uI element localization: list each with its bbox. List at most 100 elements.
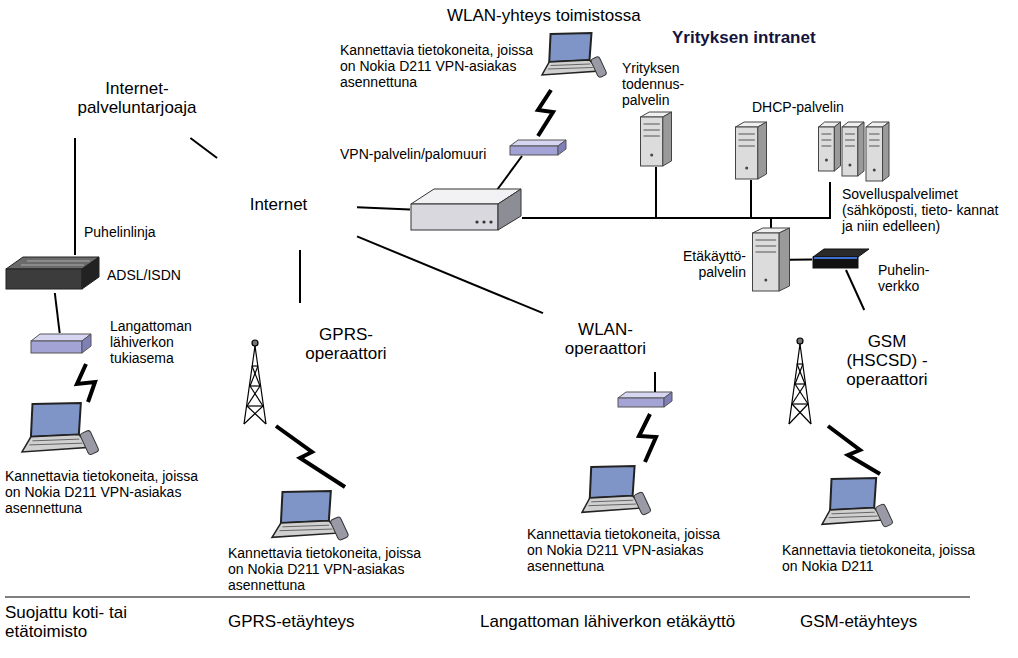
network-cloud: Internet- palveluntarjoaja bbox=[55, 58, 219, 138]
word: tietokoneita, bbox=[418, 42, 494, 58]
tower-brace bbox=[795, 383, 805, 384]
lightning-bolt bbox=[538, 90, 553, 136]
word: operaattori bbox=[305, 344, 386, 363]
word: Kannettavia bbox=[340, 42, 414, 58]
device-label: Etäkäyttö- palvelin bbox=[670, 248, 746, 280]
cloud-lobe bbox=[264, 211, 325, 247]
drive-slot bbox=[822, 146, 832, 147]
laptop-screen bbox=[590, 466, 635, 498]
ap-side bbox=[558, 140, 566, 155]
power-led bbox=[848, 164, 851, 167]
word: (sähköposti, bbox=[842, 202, 917, 218]
word: tietokoneita, bbox=[605, 526, 681, 542]
power-led bbox=[825, 159, 828, 162]
device-label: DHCP-palvelin bbox=[752, 99, 867, 115]
word: tai bbox=[109, 603, 127, 622]
word: palvelin bbox=[622, 92, 669, 108]
device-label: Kannettavia tietokoneita, joissa on Noki… bbox=[228, 545, 424, 593]
section-caption: GPRS-etäyhteys bbox=[228, 612, 355, 631]
nokia-d211-card bbox=[80, 430, 100, 456]
device-front bbox=[411, 204, 498, 230]
section-rule bbox=[5, 597, 970, 598]
cloud-highlight bbox=[238, 183, 320, 216]
label-holder: GSM-etäyhteys bbox=[800, 612, 917, 631]
keyboard-row bbox=[829, 516, 878, 518]
note-label: Puhelinlinja bbox=[84, 224, 156, 240]
power-led bbox=[745, 167, 748, 170]
word: on bbox=[340, 58, 356, 74]
tower-antenna bbox=[252, 340, 258, 346]
device-icon bbox=[752, 228, 790, 292]
laptop-screen bbox=[31, 403, 81, 437]
nokia-d211-card bbox=[875, 503, 893, 527]
word: intranet bbox=[753, 28, 815, 47]
laptop-device: Kannettavia tietokoneita, joissa on Noki… bbox=[540, 32, 606, 82]
section-caption: Langattoman lähiverkon etäkäyttö bbox=[480, 612, 735, 631]
cloud-lobe bbox=[198, 186, 259, 222]
word: palveluntarjoaja bbox=[77, 98, 196, 117]
ap-front bbox=[618, 398, 664, 407]
server-front bbox=[641, 117, 663, 166]
device-icon bbox=[640, 112, 672, 167]
drive-slot bbox=[756, 246, 777, 247]
word: todennus- bbox=[622, 76, 684, 92]
led bbox=[489, 220, 492, 223]
cloud-lobe bbox=[234, 163, 291, 196]
word: joissa bbox=[497, 42, 533, 58]
drive-slot bbox=[644, 136, 660, 137]
wlan-operator-access-point bbox=[618, 372, 672, 407]
server-front bbox=[866, 127, 883, 181]
device-icon bbox=[30, 333, 92, 355]
network-link bbox=[522, 182, 830, 218]
word: D211 bbox=[586, 542, 618, 558]
word: on bbox=[782, 558, 798, 574]
word: - bbox=[922, 351, 928, 370]
cloud-lobe bbox=[302, 188, 355, 219]
device-label: Yrityksen todennus- palvelin bbox=[622, 60, 700, 108]
cloud-highlight bbox=[667, 71, 872, 139]
tower-brace bbox=[795, 364, 803, 384]
tower-brace bbox=[795, 384, 808, 404]
laptop-screen bbox=[549, 33, 591, 62]
word: edelleen) bbox=[882, 218, 940, 234]
word: (HSCSD) bbox=[846, 351, 917, 370]
cloud-heading: Yrityksen intranet bbox=[672, 28, 872, 47]
word: Nokia bbox=[546, 542, 582, 558]
word: verkko bbox=[878, 278, 919, 294]
drive-slot bbox=[739, 146, 755, 147]
network-link bbox=[522, 167, 656, 218]
modem-stripe bbox=[21, 265, 84, 266]
drive-slot bbox=[869, 146, 880, 147]
word: tukiasema bbox=[110, 350, 174, 366]
network-link bbox=[790, 258, 812, 260]
device-label: Langattoman lähiverkon tukiasema bbox=[110, 318, 205, 366]
server-side bbox=[758, 122, 767, 179]
word: asennettuna bbox=[340, 74, 417, 90]
word: joissa bbox=[684, 526, 720, 542]
label-holder: GPRS-etäyhteys bbox=[228, 612, 355, 631]
drive-slot bbox=[822, 134, 832, 135]
cloud-core bbox=[219, 175, 338, 234]
servers-device: Sovelluspalvelimet (sähköposti, tieto- k… bbox=[818, 122, 890, 182]
word: Nokia bbox=[247, 561, 283, 577]
laptop-screen bbox=[830, 478, 876, 510]
ap-top bbox=[618, 392, 672, 398]
laptop-base bbox=[582, 496, 643, 513]
drive-slot bbox=[756, 252, 777, 253]
tower-antenna bbox=[797, 338, 803, 344]
modem-front bbox=[6, 269, 82, 289]
cloud-label: GPRS- operaattori bbox=[297, 325, 395, 363]
server-front bbox=[736, 127, 758, 179]
word: VPN-asiakas bbox=[323, 561, 404, 577]
tower-brace bbox=[797, 363, 803, 364]
device-label: ADSL/ISDN bbox=[107, 267, 197, 283]
word: on bbox=[228, 561, 244, 577]
tower-brace bbox=[247, 386, 260, 406]
radio-tower bbox=[244, 340, 266, 424]
word: lähiverkon bbox=[584, 612, 662, 631]
cloud-label: GSM (HSCSD) - operaattori bbox=[838, 332, 936, 389]
laptop-base bbox=[22, 434, 90, 451]
word: kannat bbox=[956, 202, 998, 218]
network-cloud: WLAN- operaattori bbox=[543, 300, 668, 378]
label-holder: Suojattu koti- tai etätoimisto bbox=[5, 603, 130, 641]
